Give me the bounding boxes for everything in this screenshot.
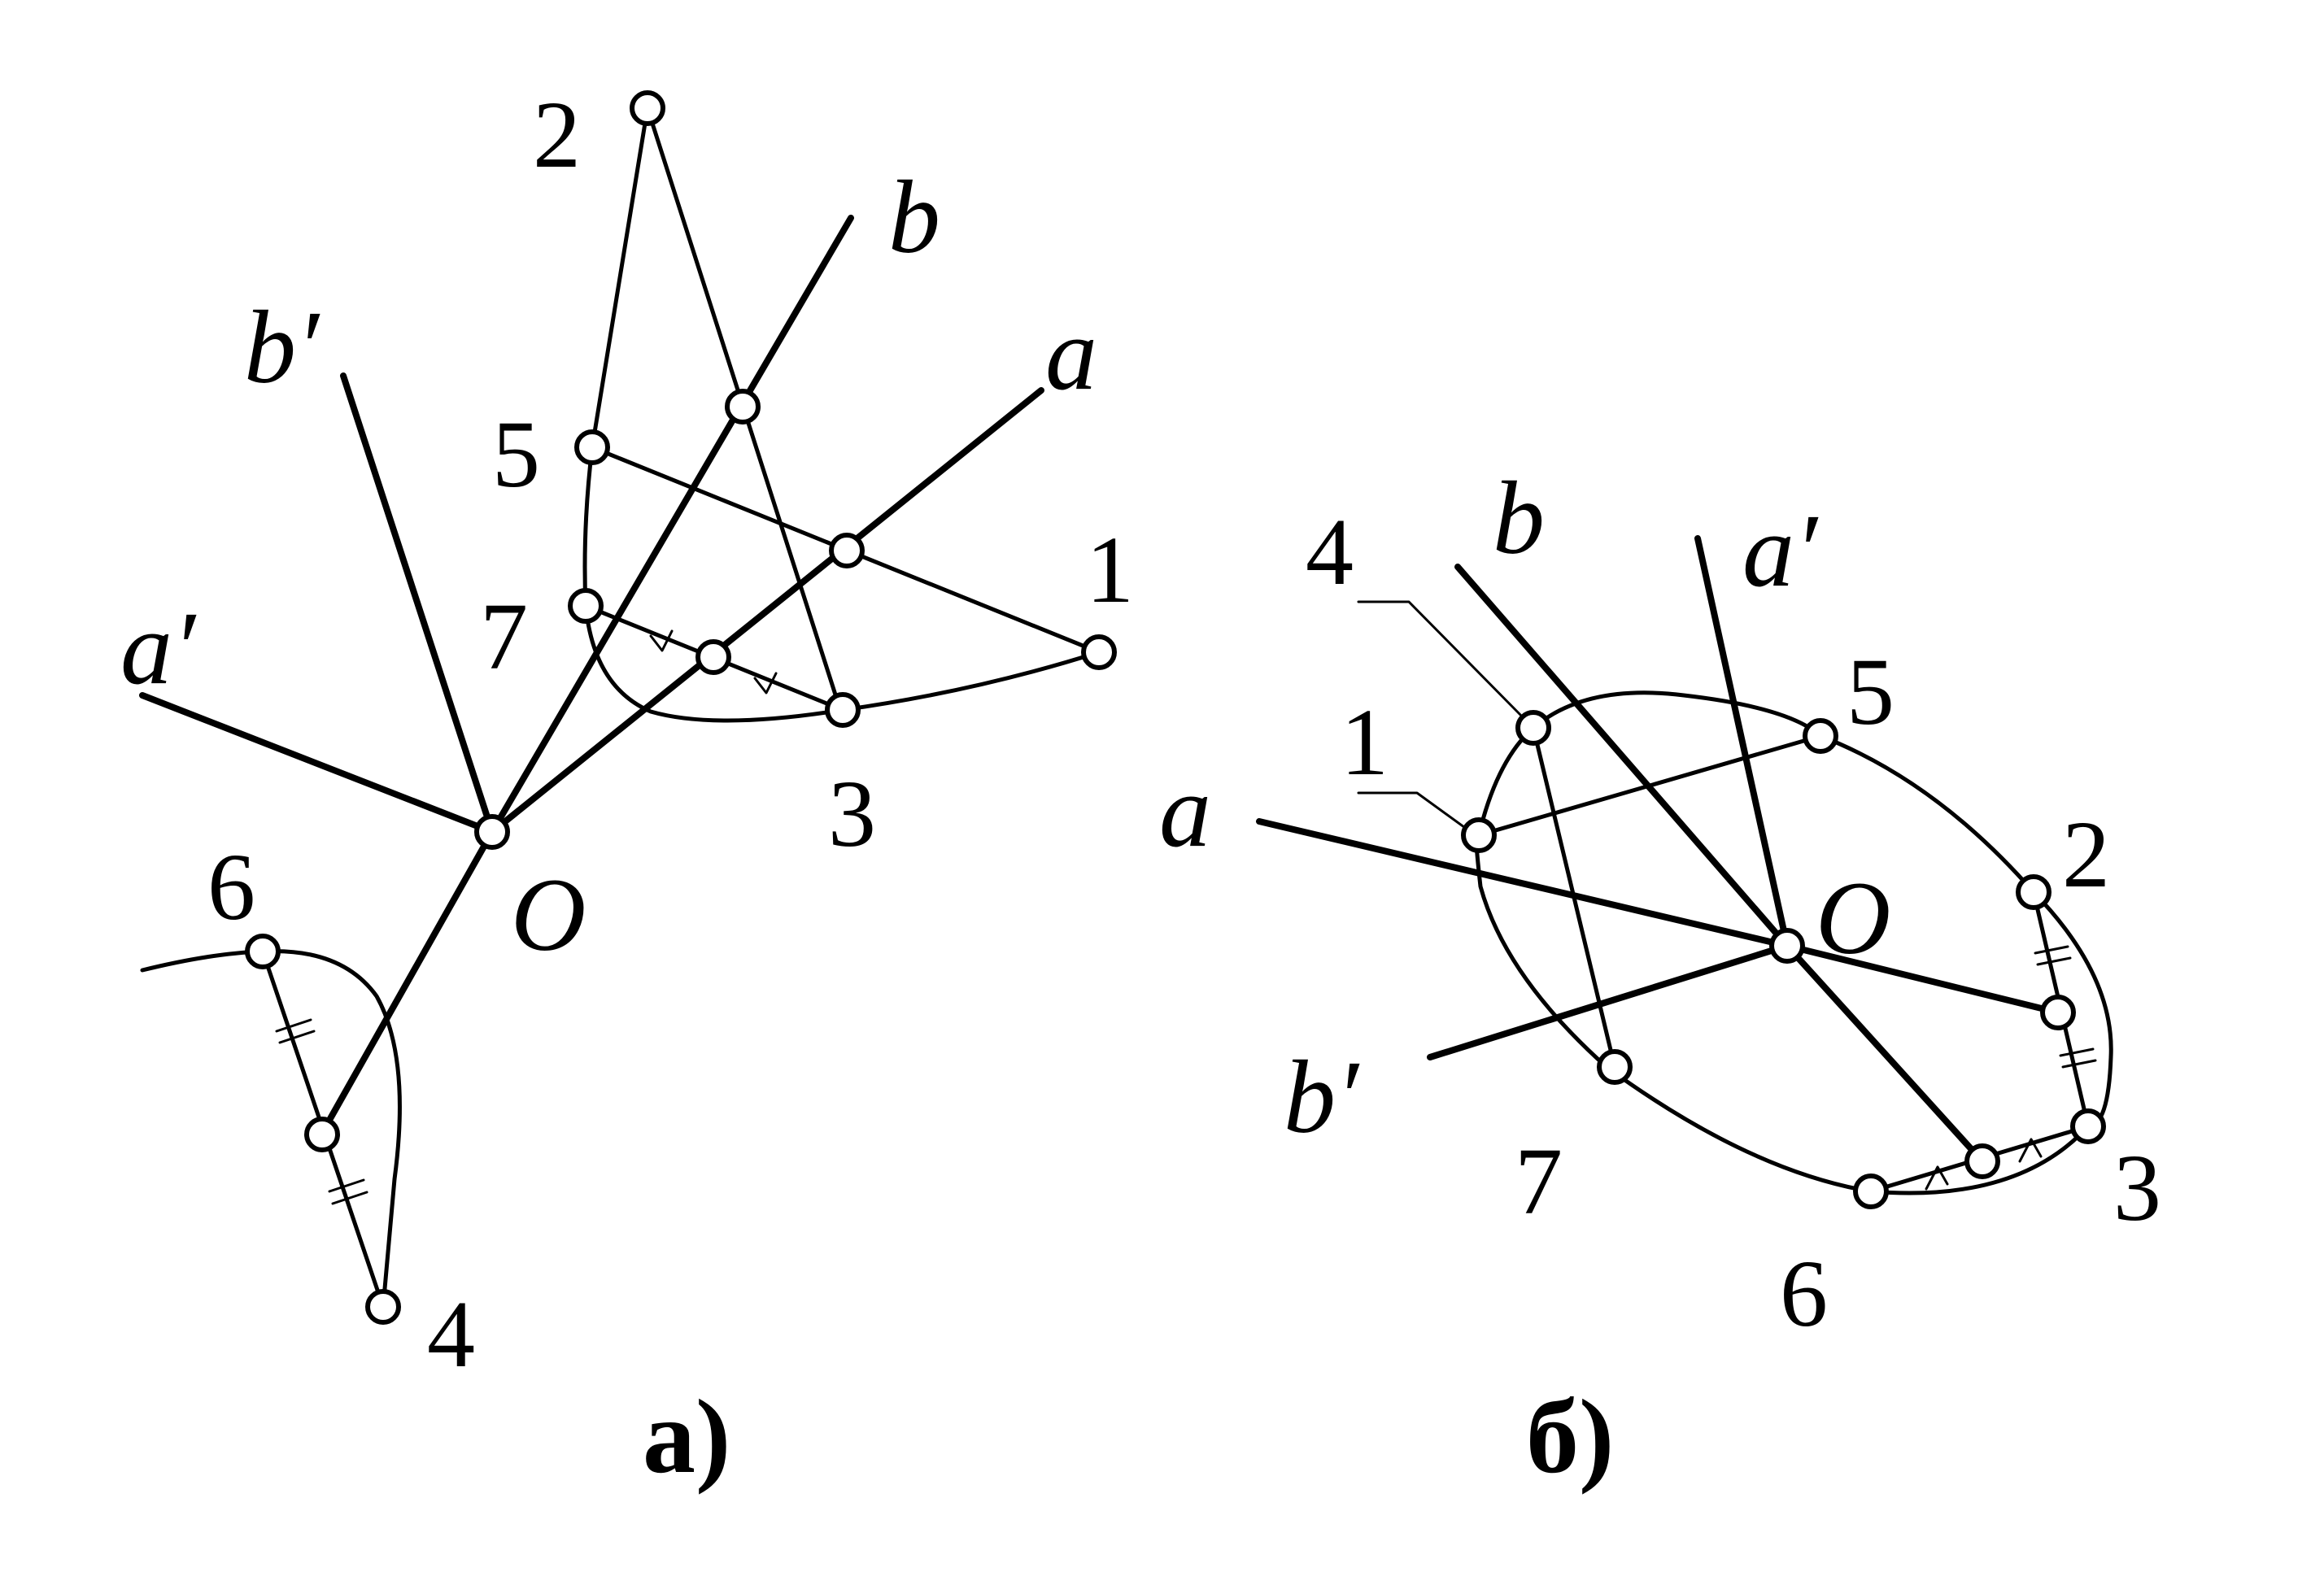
label-4: 4 bbox=[427, 1281, 475, 1387]
label-7: 7 bbox=[480, 583, 528, 690]
label-6: 6 bbox=[207, 834, 255, 940]
point-5 bbox=[574, 429, 610, 465]
curve-3-1 bbox=[840, 650, 1101, 712]
point-b-intersection bbox=[725, 389, 761, 425]
axis-b-prime bbox=[340, 372, 495, 835]
point-a-intersection bbox=[829, 533, 865, 568]
label-center-o: O bbox=[511, 857, 586, 973]
label-5: 5 bbox=[492, 401, 540, 507]
caption-b: б) bbox=[1526, 1378, 1614, 1496]
label-axis-b-prime: b′ bbox=[244, 290, 320, 405]
point-4 bbox=[1515, 710, 1551, 746]
axis-a-prime bbox=[1694, 535, 1790, 949]
segment-4-7 bbox=[1531, 725, 1617, 1069]
point-1 bbox=[1081, 634, 1117, 670]
label-4: 4 bbox=[1306, 499, 1354, 605]
point-o bbox=[474, 814, 510, 850]
label-5: 5 bbox=[1847, 638, 1895, 745]
label-axis-b: b bbox=[1493, 460, 1545, 576]
label-3: 3 bbox=[2113, 1134, 2161, 1241]
leader-4 bbox=[1357, 600, 1527, 721]
caption-a: а) bbox=[643, 1378, 730, 1496]
curve-7-3 bbox=[583, 603, 845, 723]
point-4 bbox=[365, 1289, 401, 1325]
axis-a-prime bbox=[139, 692, 495, 835]
label-3: 3 bbox=[828, 760, 876, 867]
point-a-intersection bbox=[2040, 995, 2076, 1030]
tick-marks bbox=[1925, 945, 2097, 1191]
point-5 bbox=[1803, 718, 1838, 754]
axis-a-extension bbox=[1784, 943, 2061, 1016]
point-3 bbox=[825, 692, 861, 728]
leader-1 bbox=[1357, 791, 1469, 831]
label-center-o: O bbox=[1816, 860, 1890, 976]
label-6: 6 bbox=[1780, 1240, 1828, 1347]
label-7: 7 bbox=[1515, 1128, 1563, 1234]
label-2: 2 bbox=[2062, 801, 2110, 908]
label-axis-a: a bbox=[1045, 296, 1097, 411]
axis-b bbox=[489, 215, 854, 835]
label-axis-b-prime: b′ bbox=[1284, 1039, 1360, 1155]
tick-marks bbox=[275, 629, 778, 1205]
point-6 bbox=[245, 934, 281, 969]
curve-5-7 bbox=[582, 445, 595, 608]
point-3 bbox=[2070, 1108, 2106, 1144]
label-axis-a: a bbox=[1159, 753, 1211, 869]
axis-b-prime bbox=[1427, 943, 1790, 1060]
segment-5-2-3 bbox=[590, 106, 843, 712]
label-2: 2 bbox=[533, 81, 581, 188]
point-6 bbox=[1853, 1174, 1889, 1209]
axis-b-extension bbox=[318, 829, 495, 1138]
axis-a bbox=[489, 387, 1044, 835]
axis-a bbox=[1256, 818, 1790, 949]
label-1: 1 bbox=[1341, 689, 1389, 795]
axis-b-extension bbox=[1784, 943, 1986, 1165]
point-midpoint-7-3 bbox=[695, 639, 731, 675]
point-o bbox=[1769, 928, 1805, 964]
panel-b: 4 1 5 2 3 6 7 b a′ a b′ O б) bbox=[1159, 460, 2161, 1496]
point-2 bbox=[2016, 874, 2051, 910]
label-1: 1 bbox=[1086, 516, 1134, 623]
point-1 bbox=[1461, 817, 1497, 853]
label-axis-a-prime: a′ bbox=[1742, 493, 1819, 608]
point-midpoint-6-4 bbox=[304, 1117, 340, 1152]
point-2 bbox=[630, 90, 665, 126]
point-7 bbox=[1597, 1049, 1633, 1085]
label-axis-b: b bbox=[888, 159, 940, 275]
axis-b bbox=[1454, 564, 1790, 949]
label-axis-a-prime: a′ bbox=[120, 590, 197, 706]
point-b-intersection bbox=[1964, 1143, 2000, 1179]
curve-6-4 bbox=[140, 949, 402, 1309]
point-7 bbox=[568, 588, 604, 624]
segment-1-5 bbox=[1476, 734, 1823, 838]
panel-a: 2 5 7 1 3 6 4 b b′ a a′ O а) bbox=[120, 81, 1134, 1496]
